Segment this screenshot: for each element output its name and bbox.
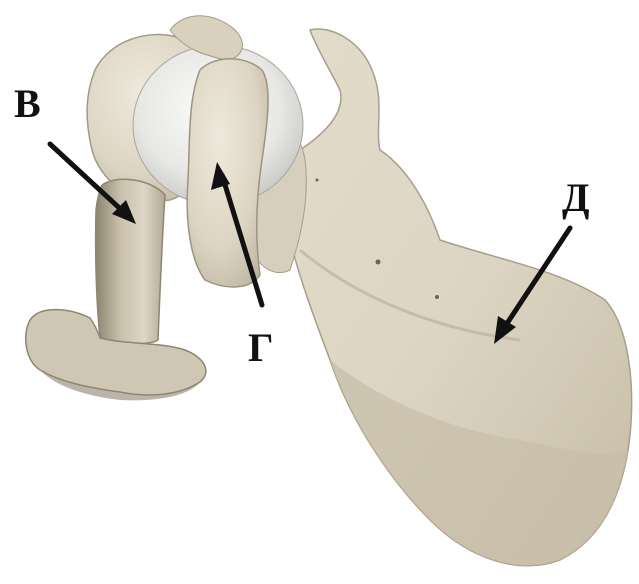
label-g: Г <box>248 328 273 368</box>
label-v: В <box>14 84 41 124</box>
shaft-v <box>96 179 165 343</box>
bone-spot <box>435 295 439 299</box>
process-g <box>187 59 268 287</box>
bone-spot <box>376 260 381 265</box>
label-d: Д <box>562 178 590 218</box>
bone-spot <box>316 179 319 182</box>
